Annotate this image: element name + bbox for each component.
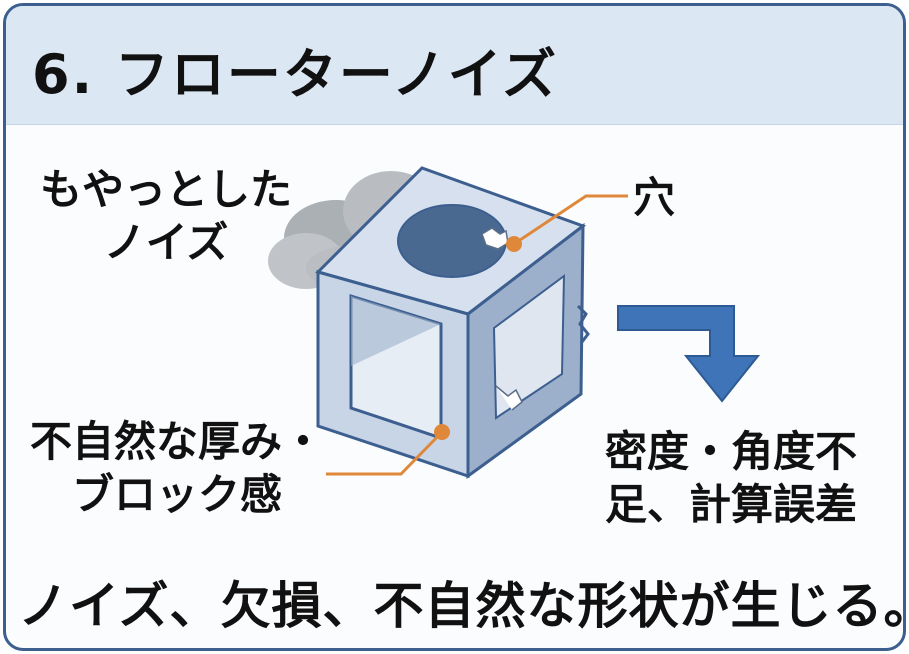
infographic-card: 6. フローターノイズ: [3, 3, 906, 651]
floater-noise-illustration: [268, 166, 761, 479]
cloud-noise-label: もやっとした ノイズ: [40, 165, 293, 267]
thickness-marker: [434, 424, 450, 440]
hole-label: 穴: [633, 173, 676, 222]
title-bar: 6. フローターノイズ: [6, 6, 903, 125]
thickness-label: 不自然な厚み・ ブロック感: [30, 417, 325, 519]
page-title: 6. フローターノイズ: [32, 43, 559, 106]
leader-lines: [326, 194, 628, 476]
bottom-caption: ノイズ、欠損、不自然な形状が生じる。: [18, 577, 906, 635]
density-label: 密度・角度不 足、計算誤差: [605, 427, 858, 529]
down-arrow-icon: [617, 305, 761, 403]
hole-marker: [506, 236, 522, 252]
